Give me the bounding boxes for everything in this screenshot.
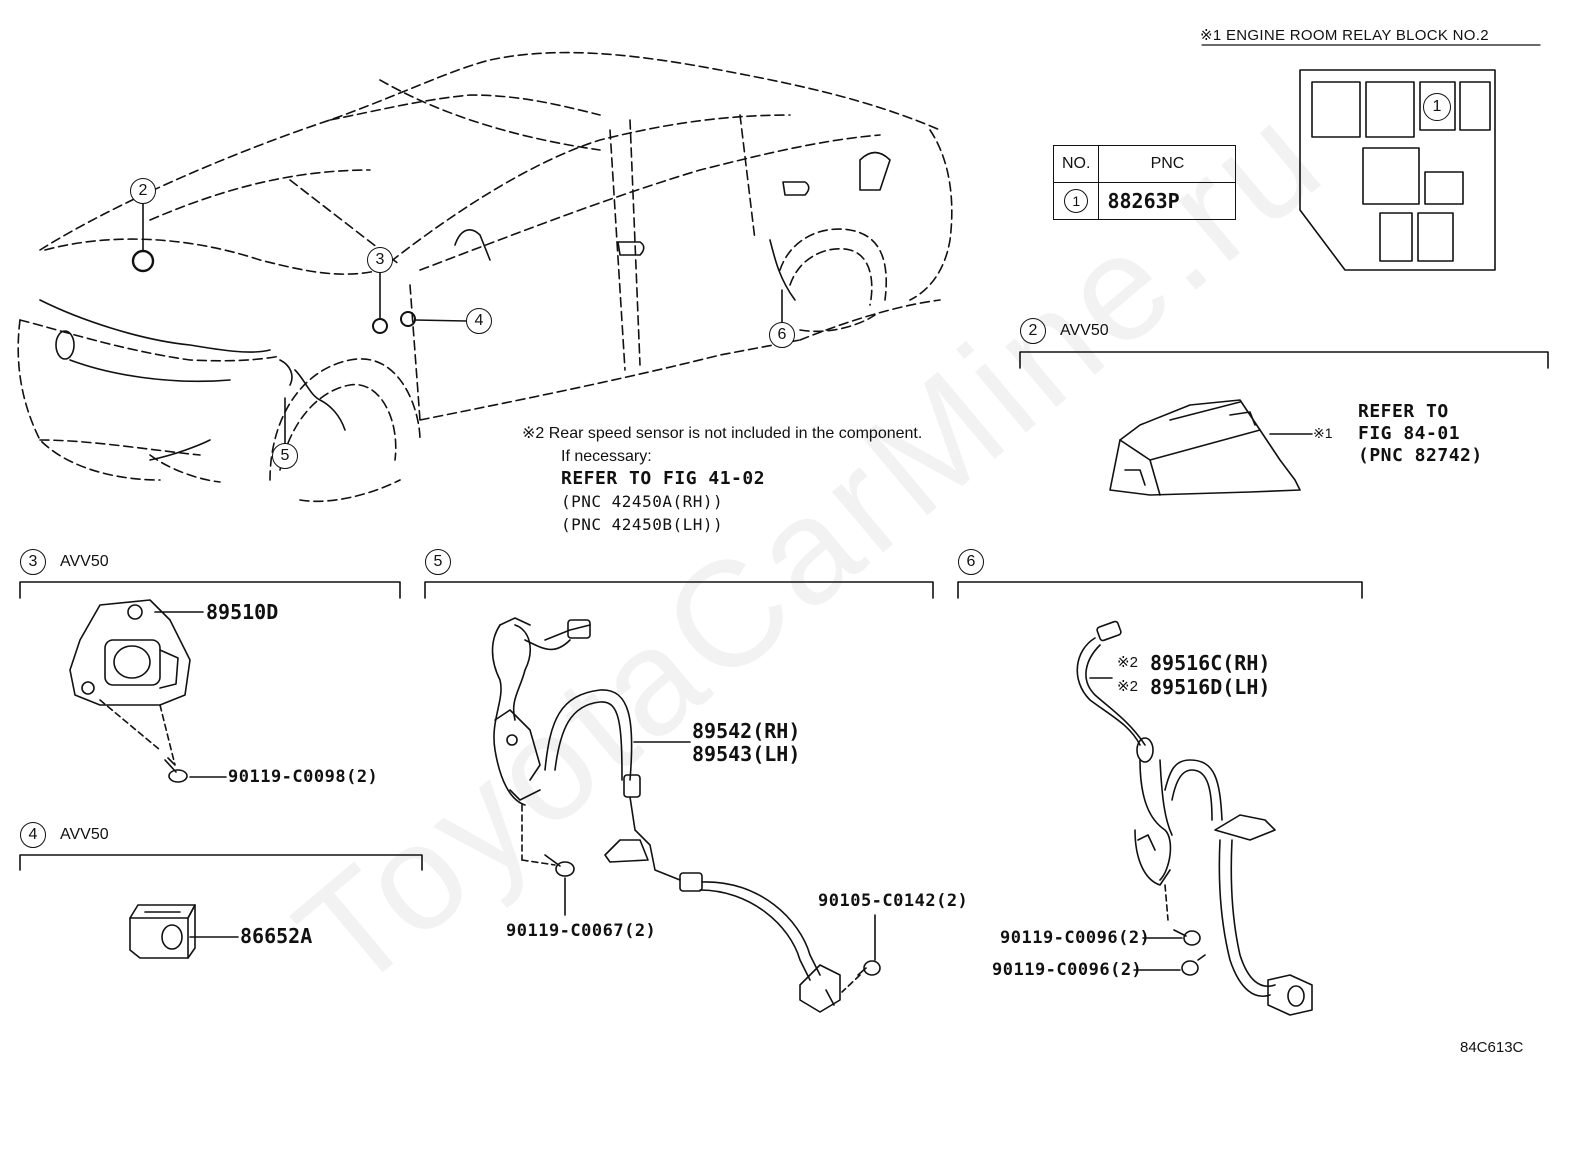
section-3-model: AVV50 bbox=[60, 553, 109, 570]
section-5-header: 5 bbox=[425, 549, 451, 575]
section-2-ref-1: REFER TO bbox=[1358, 401, 1449, 422]
section-6-marker-2: ※2 bbox=[1117, 678, 1138, 695]
part-90105-c0142: 90105-C0142(2) bbox=[818, 891, 969, 911]
section-2-marker: ※1 bbox=[1313, 425, 1333, 441]
sensor-86652a-drawing bbox=[129, 904, 196, 959]
car-callout-5: 5 bbox=[272, 443, 298, 469]
part-90119-c0096-b: 90119-C0096(2) bbox=[992, 960, 1143, 980]
note-line-3: REFER TO FIG 41-02 bbox=[561, 468, 766, 489]
part-90119-c0067: 90119-C0067(2) bbox=[506, 921, 657, 941]
relay-block-title: ※1 ENGINE ROOM RELAY BLOCK NO.2 bbox=[1200, 27, 1489, 44]
car-callout-4: 4 bbox=[466, 308, 492, 334]
part-90119-c0098: 90119-C0098(2) bbox=[228, 767, 379, 787]
section-6-marker-1: ※2 bbox=[1117, 654, 1138, 671]
note-line-2: If necessary: bbox=[561, 448, 652, 465]
parts-diagram bbox=[17, 44, 1549, 1016]
pnc-table: NO. PNC 1 88263P bbox=[1052, 145, 1237, 220]
front-speed-sensor-drawing bbox=[491, 617, 841, 1013]
pnc-table-header-no: NO. bbox=[1052, 145, 1100, 183]
part-90119-c0096-a: 90119-C0096(2) bbox=[1000, 928, 1151, 948]
section-2-callout: 2 bbox=[1020, 318, 1046, 344]
section-5-callout: 5 bbox=[425, 549, 451, 575]
pnc-row-callout: 1 bbox=[1064, 189, 1089, 213]
pnc-table-header-pnc: PNC bbox=[1098, 145, 1237, 183]
note-line-4: (PNC 42450A(RH)) bbox=[561, 492, 724, 511]
section-4-callout: 4 bbox=[20, 822, 46, 848]
sensor-89510d-drawing bbox=[69, 599, 191, 706]
part-89543-lh: 89543(LH) bbox=[692, 742, 801, 766]
locator-4 bbox=[400, 311, 416, 327]
relay-slot-callout: 1 bbox=[1423, 93, 1451, 121]
bolt-5b bbox=[857, 960, 881, 976]
section-2-header: 2 AVV50 bbox=[1020, 318, 1109, 344]
section-4-header: 4 AVV50 bbox=[20, 822, 109, 848]
car-callout-2: 2 bbox=[130, 178, 156, 204]
note-line-5: (PNC 42450B(LH)) bbox=[561, 515, 724, 534]
part-89542-rh: 89542(RH) bbox=[692, 719, 801, 743]
bolt-6b bbox=[1181, 954, 1206, 976]
part-89516c-rh: 89516C(RH) bbox=[1150, 651, 1271, 675]
section-3-callout: 3 bbox=[20, 549, 46, 575]
part-89510d: 89510D bbox=[206, 600, 279, 624]
rear-speed-sensor-drawing bbox=[1076, 620, 1313, 1016]
car-illustration bbox=[17, 51, 953, 503]
bolt-5 bbox=[544, 854, 575, 877]
section-2-model: AVV50 bbox=[1060, 322, 1109, 339]
relay-block-drawing bbox=[1299, 69, 1496, 271]
part-89516d-lh: 89516D(LH) bbox=[1150, 675, 1271, 699]
section-6-callout: 6 bbox=[958, 549, 984, 575]
section-4-model: AVV50 bbox=[60, 826, 109, 843]
car-callout-6: 6 bbox=[769, 322, 795, 348]
section-2-ref-2: FIG 84-01 bbox=[1358, 423, 1461, 444]
bolt-3 bbox=[164, 757, 188, 783]
pnc-table-row-pnc: 88263P bbox=[1098, 182, 1237, 220]
figure-code: 84C613C bbox=[1460, 1039, 1524, 1056]
locator-3 bbox=[372, 318, 388, 334]
bolt-6a bbox=[1173, 929, 1201, 946]
airbag-sensor-drawing bbox=[1109, 399, 1301, 496]
locator-2 bbox=[131, 249, 155, 273]
note-line-1: ※2 Rear speed sensor is not included in … bbox=[522, 425, 923, 442]
car-callout-3: 3 bbox=[367, 247, 393, 273]
part-86652a: 86652A bbox=[240, 924, 313, 948]
pnc-table-row-no: 1 bbox=[1052, 182, 1100, 220]
car-details bbox=[39, 151, 891, 461]
section-6-header: 6 bbox=[958, 549, 984, 575]
section-3-header: 3 AVV50 bbox=[20, 549, 109, 575]
section-2-ref-3: (PNC 82742) bbox=[1358, 445, 1483, 466]
